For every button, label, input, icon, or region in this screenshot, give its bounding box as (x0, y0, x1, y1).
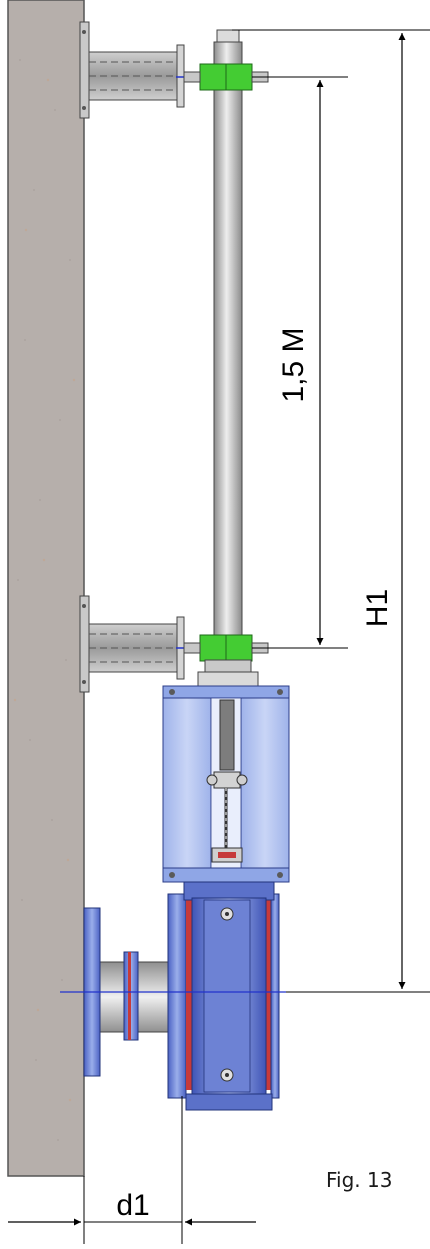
lower-wall-bracket (79, 595, 185, 693)
figure-caption: Fig. 13 (326, 1168, 393, 1192)
dim-label-h1: H1 (361, 589, 394, 627)
pipe-spool (83, 907, 171, 1077)
dimension-d1 (8, 1096, 256, 1244)
upper-wall-bracket (79, 21, 185, 119)
extension-shaft (213, 29, 243, 663)
dim-label-1-5m: 1,5 M (277, 327, 310, 402)
dimension-1-5m (252, 76, 348, 649)
dimension-h1 (232, 29, 430, 993)
dim-label-d1: d1 (116, 1189, 149, 1222)
concrete-wall (7, 0, 85, 1177)
valve-body (167, 881, 280, 1111)
shaft-coupling (197, 659, 259, 687)
actuator-frame (162, 685, 290, 883)
